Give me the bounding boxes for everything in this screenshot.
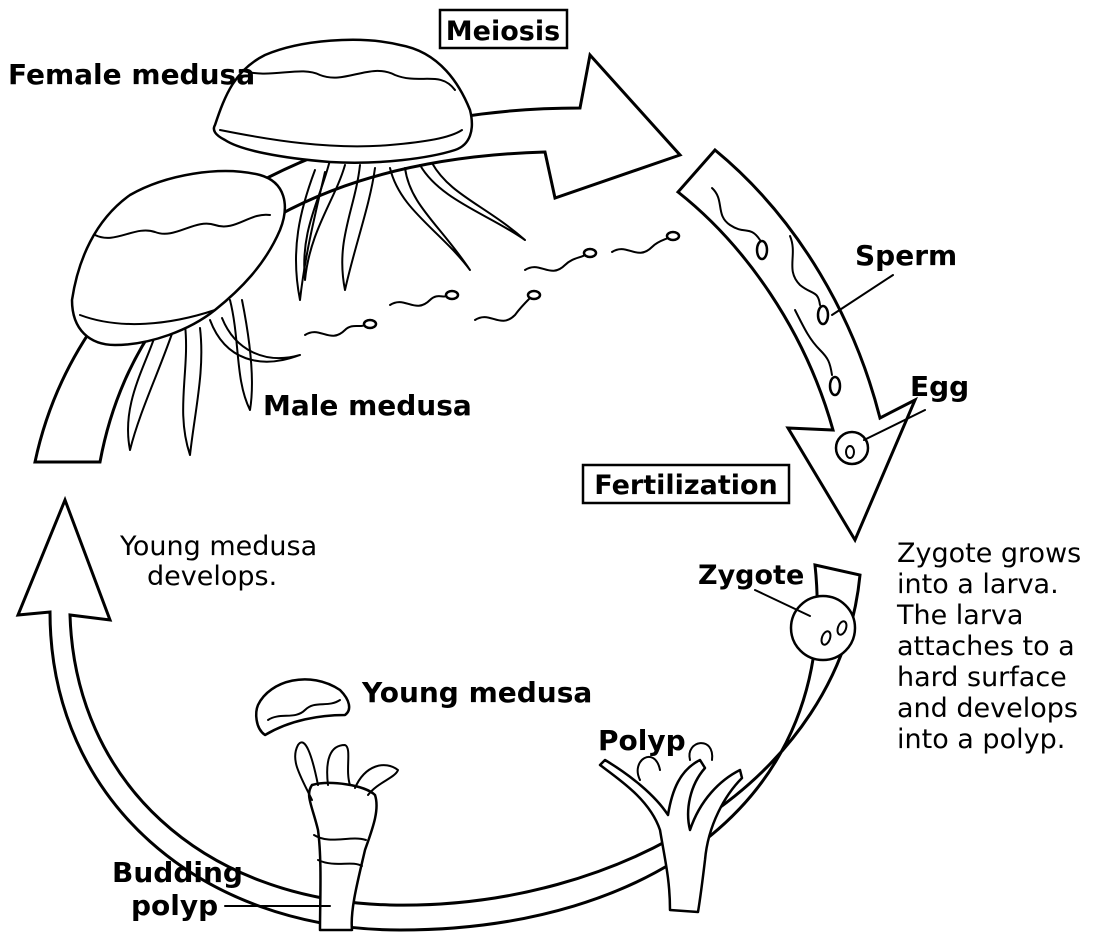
zygote-cell [791,596,855,660]
sperm-label: Sperm [855,239,957,272]
young-medusa-label: Young medusa [361,676,592,709]
egg-label: Egg [910,370,969,403]
egg-cell [836,432,868,464]
female-medusa-label: Female medusa [8,58,255,91]
sperm-cells-swimming [305,232,679,336]
meiosis-label: Meiosis [446,16,560,47]
zygote-grows-note: Zygote grows into a larva. The larva att… [896,538,1090,755]
young-medusa-develops-note: Young medusa develops. [119,531,326,592]
budding-polyp-label-line2: polyp [131,889,218,922]
zygote-label: Zygote [698,560,804,591]
young-medusa-illustration [256,679,349,735]
sperm-pointer [832,275,893,315]
male-medusa-label: Male medusa [263,389,472,422]
budding-polyp-label-line1: Budding [112,856,243,889]
polyp-label: Polyp [598,724,686,757]
fertilization-label: Fertilization [594,470,778,501]
